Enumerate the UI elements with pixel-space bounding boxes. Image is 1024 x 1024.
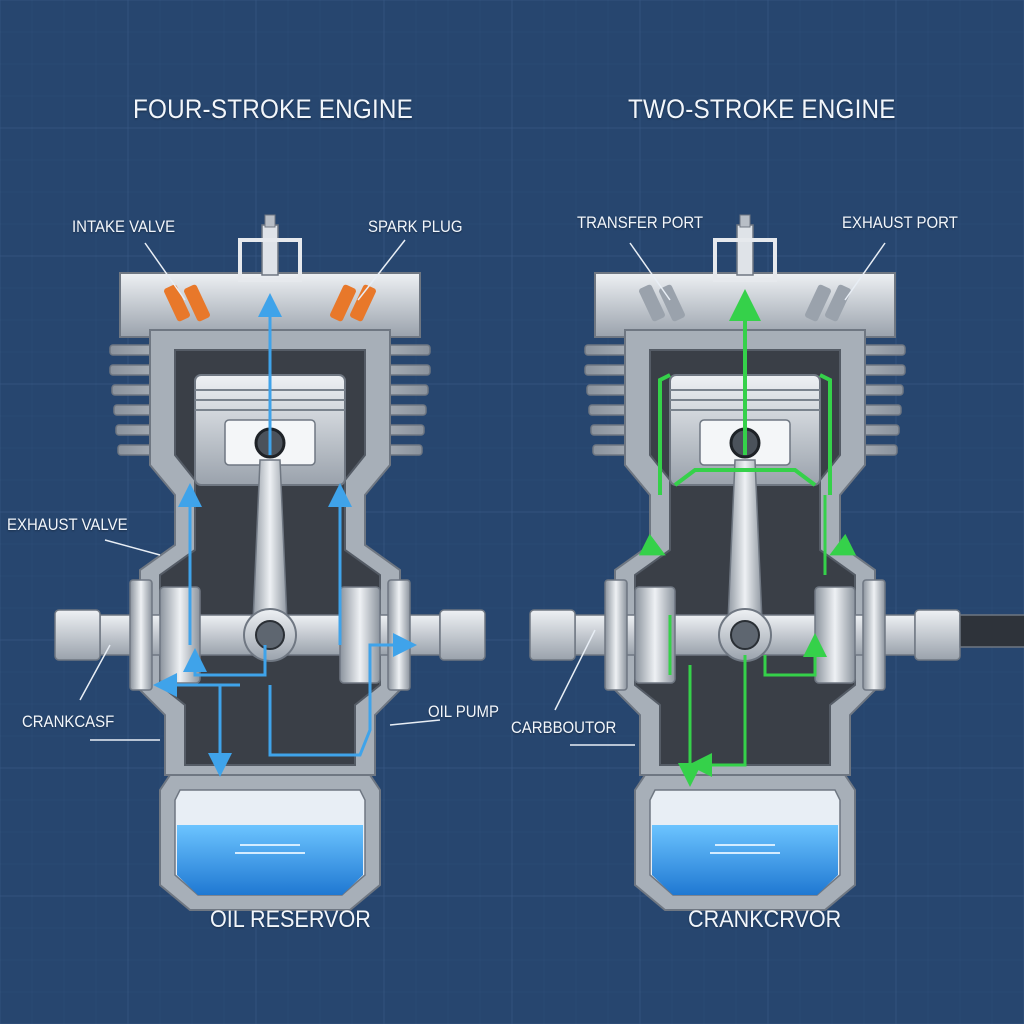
leader-lines [79,239,886,746]
exhaust-port-icon [805,284,851,322]
intake-valve-icon [164,284,210,322]
transfer-port-label: TRANSFER PORT [577,213,704,232]
crankcase-label: CRANKCASF [22,712,115,731]
exhaust-valve-icon [330,284,376,322]
two-stroke-engine [528,213,1024,912]
exhaust-valve-label: EXHAUST VALVE [7,515,128,534]
exhaust-port-label: EXHAUST PORT [842,213,958,232]
four-stroke-title: FOUR-STROKE ENGINE [133,94,414,124]
oil-pump-label: OIL PUMP [428,702,499,721]
two-stroke-title: TWO-STROKE ENGINE [628,94,896,124]
intake-valve-label: INTAKE VALVE [72,217,176,236]
crankcase-caption: CRANKCRVOR [688,906,842,933]
fuel-mixture-flow [638,289,857,787]
exhaust-pipe [959,614,1024,648]
spark-plug-label: SPARK PLUG [368,217,463,236]
oil-reservoir-caption: OIL RESERVOR [210,906,371,933]
four-stroke-engine [53,213,487,912]
oil-flow-arrows [153,293,417,777]
carburetor-label: CARBBOUTOR [511,718,617,737]
